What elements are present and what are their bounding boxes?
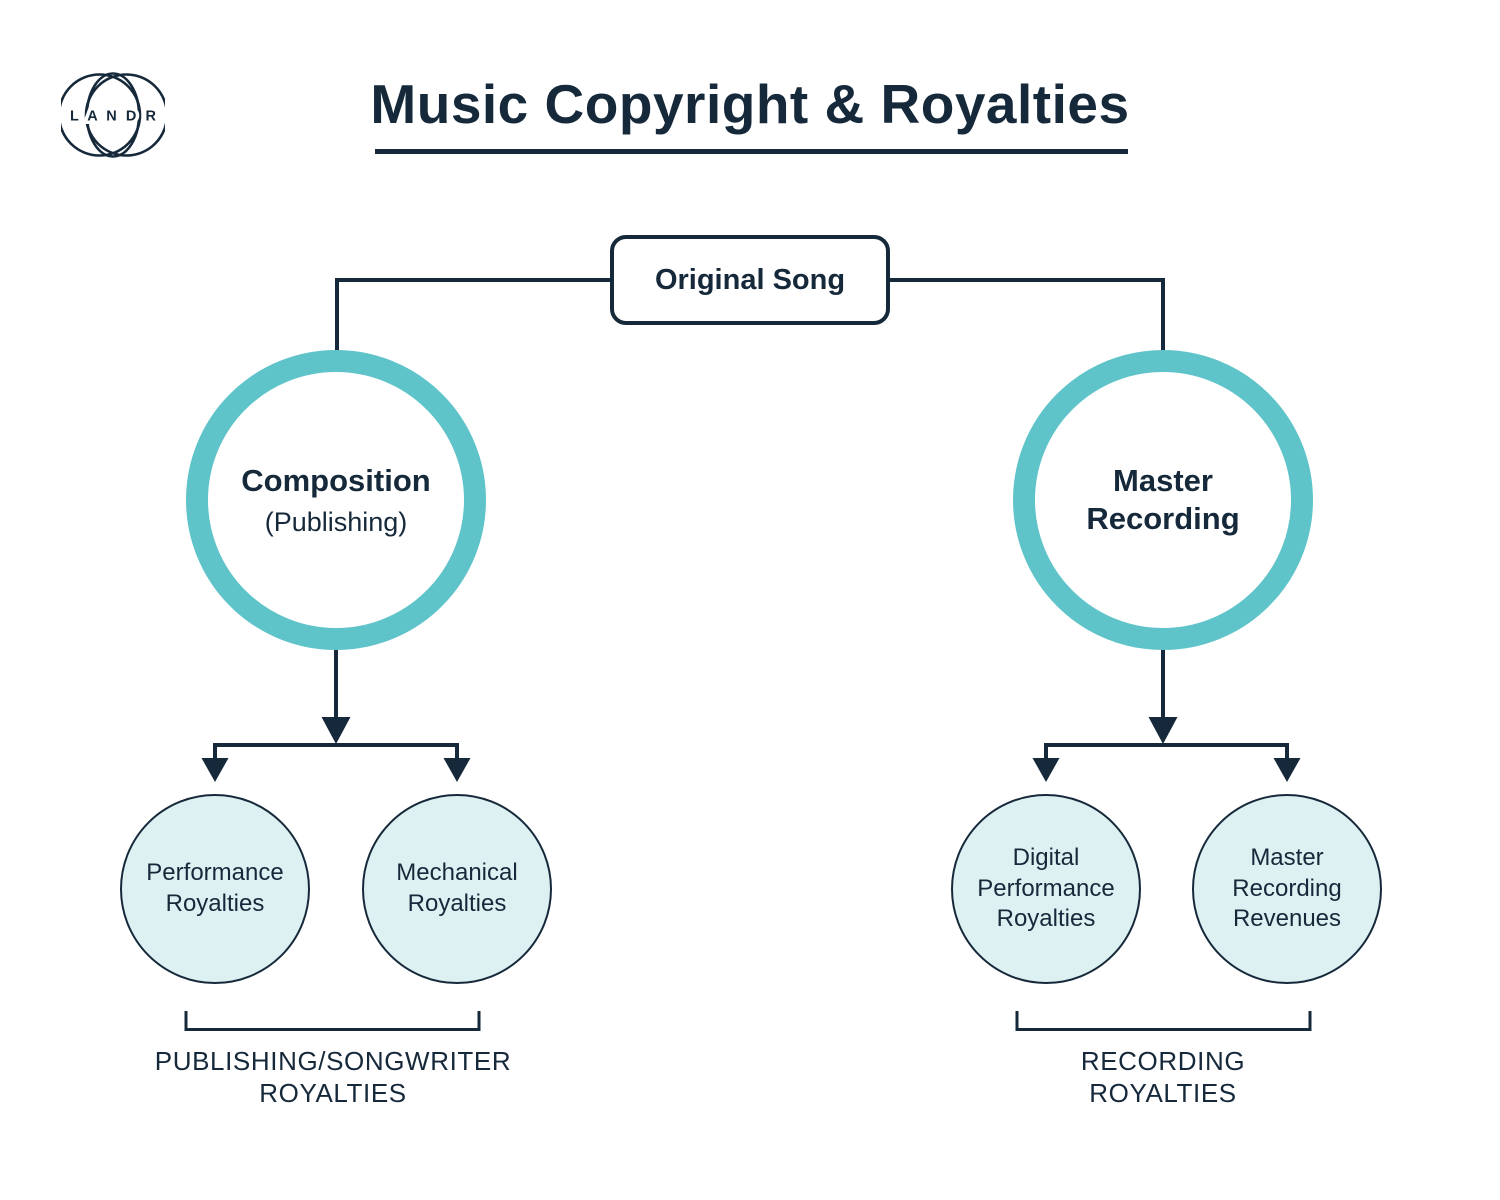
tbar-left [213, 743, 459, 762]
page-title: Music Copyright & Royalties [370, 73, 1130, 135]
arrowhead-right-2 [1273, 758, 1301, 782]
arrowhead-right-center [1148, 717, 1178, 744]
bracket-left [184, 1011, 481, 1031]
performance-royalties-node: Performance Royalties [120, 794, 310, 984]
landr-logo-icon: L A N D R [61, 72, 165, 158]
connector-root-to-master [890, 278, 1165, 360]
master-recording-revenues-node: Master Recording Revenues [1192, 794, 1382, 984]
original-song-node: Original Song [610, 235, 890, 325]
arrowhead-left-1 [201, 758, 229, 782]
arrowhead-left-center [321, 717, 351, 744]
digital-performance-royalties-node: Digital Performance Royalties [951, 794, 1141, 984]
composition-subtitle: (Publishing) [264, 507, 408, 538]
tbar-right [1044, 743, 1289, 762]
master-recording-title: Master Recording [1086, 462, 1240, 536]
bracket-right [1015, 1011, 1312, 1031]
original-song-label: Original Song [654, 263, 846, 296]
arrowhead-right-1 [1032, 758, 1060, 782]
publishing-songwriter-royalties-label: PUBLISHING/SONGWRITER ROYALTIES [154, 1046, 512, 1108]
composition-node: Composition (Publishing) [186, 350, 486, 650]
mechanical-royalties-node: Mechanical Royalties [362, 794, 552, 984]
master-recording-node: Master Recording [1013, 350, 1313, 650]
title-underline [375, 149, 1128, 154]
connector-root-to-composition [335, 278, 610, 360]
composition-title: Composition [241, 462, 431, 498]
recording-royalties-label: RECORDING ROYALTIES [1080, 1046, 1246, 1108]
arrowhead-left-2 [443, 758, 471, 782]
